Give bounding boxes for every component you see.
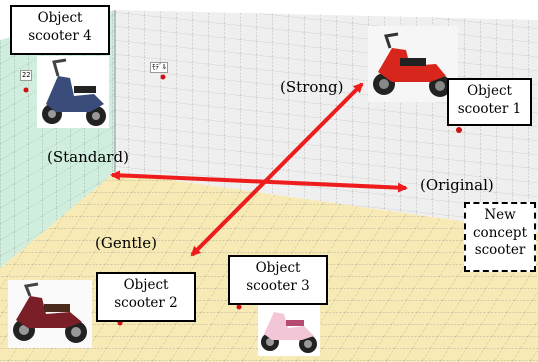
- direction-gentle: (Gentle): [95, 234, 157, 252]
- object-scooter-4-label: Object scooter 4: [10, 5, 110, 55]
- object-scooter-3-label: Object scooter 3: [228, 255, 328, 305]
- object-scooter-4-line1: Object: [37, 10, 83, 26]
- object-scooter-1-line1: Object: [467, 83, 512, 99]
- object-scooter-3-line1: Object: [255, 260, 301, 276]
- direction-standard: (Standard): [47, 148, 129, 166]
- scooter-3-photo: [258, 298, 320, 356]
- model-tag-1: 22: [20, 70, 33, 81]
- direction-strong: (Strong): [280, 78, 344, 96]
- scooter-1-photo: [368, 26, 458, 102]
- marker-dot: [23, 87, 29, 93]
- marker-dot: [456, 127, 462, 133]
- object-scooter-1-label: Object scooter 1: [447, 78, 532, 126]
- model-tag-2: ﾓﾃﾞﾙ: [150, 62, 168, 73]
- marker-dot: [236, 304, 242, 310]
- object-scooter-2-line2: scooter 2: [114, 294, 178, 311]
- object-scooter-4-line2: scooter 4: [28, 27, 92, 44]
- object-scooter-2-line1: Object: [123, 277, 169, 293]
- new-concept-line1: New: [484, 207, 516, 223]
- marker-dot: [160, 74, 166, 80]
- scooter-2-photo: [8, 280, 92, 348]
- arrow-gentle-strong: [190, 82, 364, 257]
- object-scooter-1-line2: scooter 1: [457, 100, 522, 117]
- new-concept-line3: scooter: [474, 242, 526, 259]
- direction-original: (Original): [420, 176, 494, 194]
- new-concept-line2: concept: [473, 224, 527, 241]
- object-scooter-2-label: Object scooter 2: [96, 272, 196, 322]
- object-scooter-3-line2: scooter 3: [246, 277, 310, 294]
- new-concept-scooter-label: New concept scooter: [464, 202, 536, 272]
- scooter-4-photo: [37, 56, 109, 128]
